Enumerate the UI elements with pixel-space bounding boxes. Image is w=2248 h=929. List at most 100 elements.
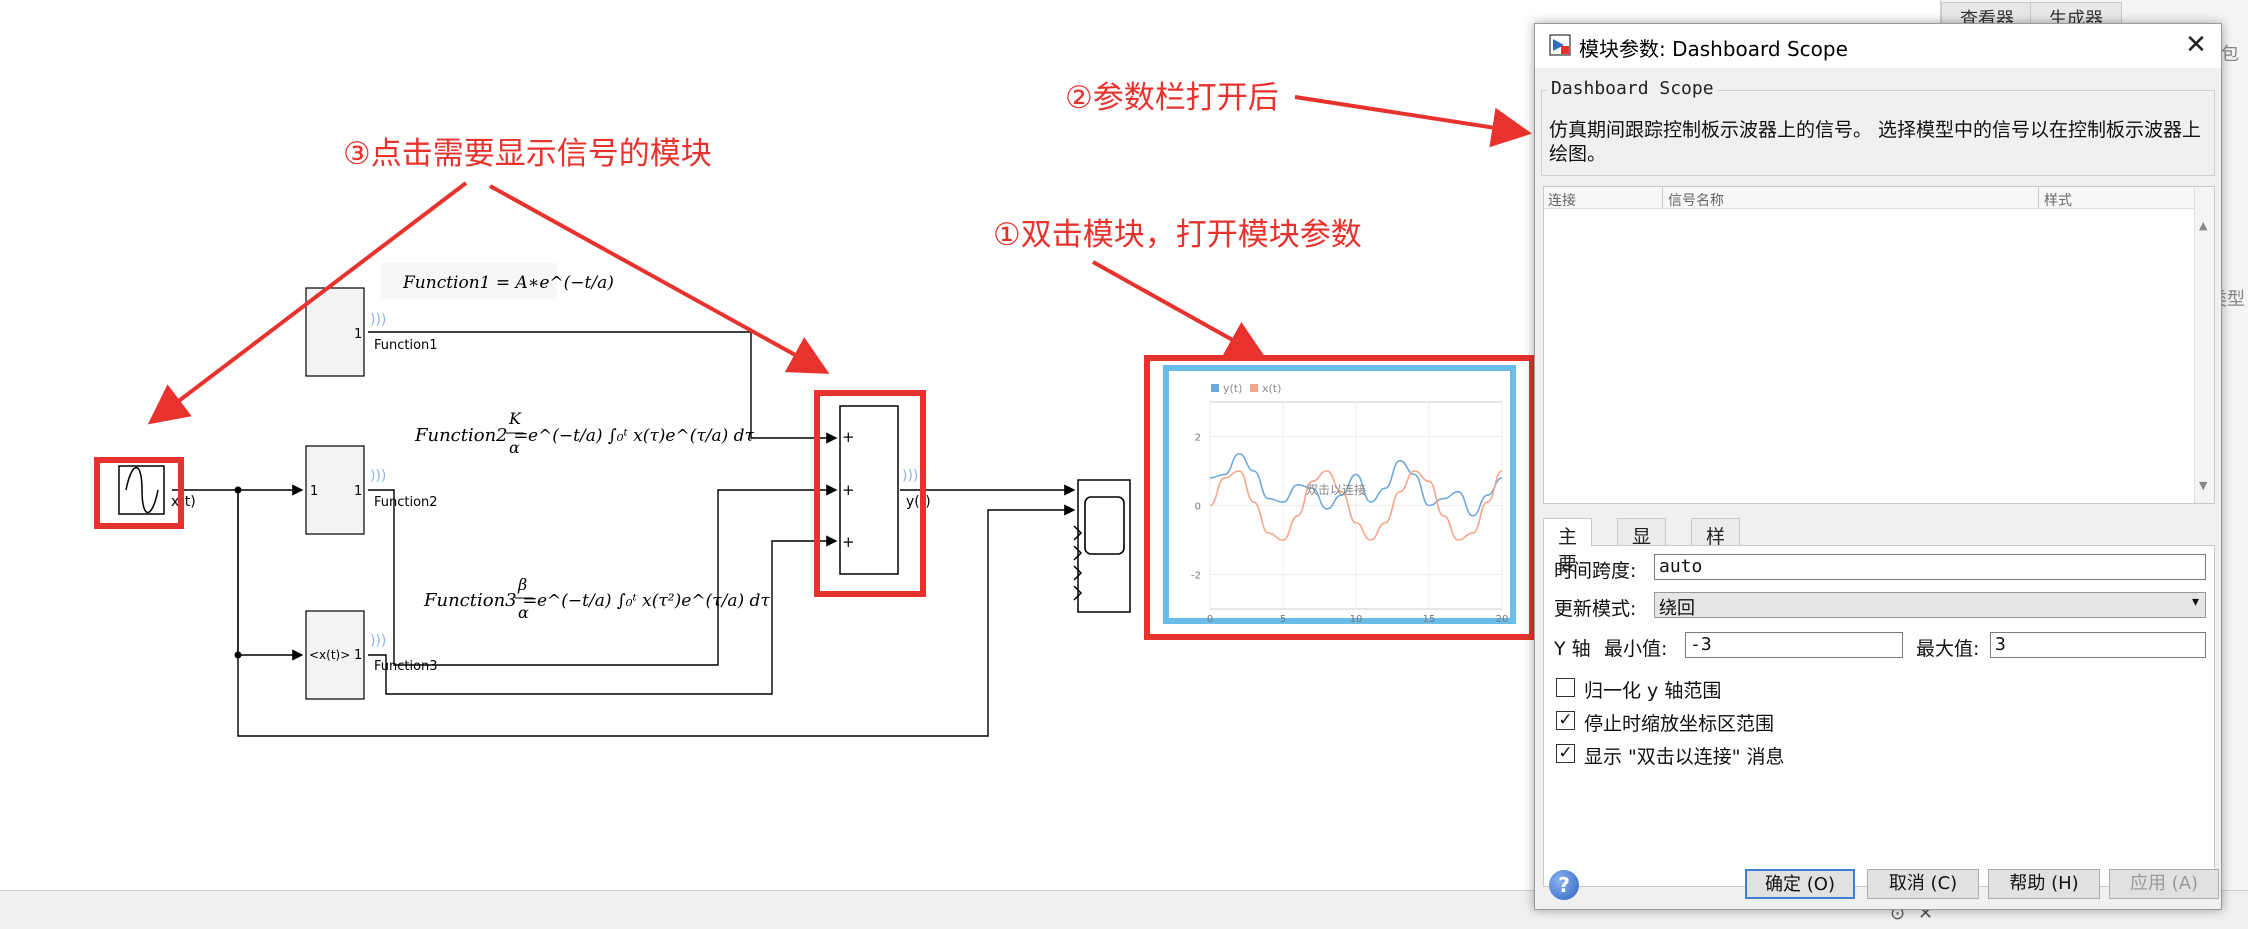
table-header: 连接 信号名称 样式 bbox=[1544, 187, 2194, 209]
ok-button[interactable]: 确定 (O) bbox=[1745, 869, 1855, 899]
equation-function1: Function1 = A∗e^(−t/a) bbox=[381, 263, 614, 299]
svg-text:K: K bbox=[508, 409, 522, 428]
help-button[interactable]: 帮助 (H) bbox=[1988, 869, 2100, 899]
annotation-step3: ③点击需要显示信号的模块 bbox=[343, 136, 712, 172]
highlight-sum-block bbox=[814, 390, 926, 597]
x-tick-label-3: 15 bbox=[1423, 614, 1436, 625]
annotation-step2: ②参数栏打开后 bbox=[1065, 80, 1279, 116]
annotation-step1: ①双击模块，打开模块参数 bbox=[993, 217, 1362, 253]
highlight-dashboard-scope bbox=[1144, 355, 1535, 640]
x-tick-label-4: 20 bbox=[1496, 614, 1509, 625]
ymax-label: 最大值: bbox=[1916, 638, 1980, 660]
function3-port-out: 1 bbox=[354, 648, 362, 663]
table-scrollbar[interactable]: ▲ ▼ bbox=[2194, 187, 2214, 503]
dashboard-scope-legend: y(t) x(t) bbox=[1211, 382, 1281, 395]
dialog-title: 模块参数: Dashboard Scope bbox=[1579, 37, 1848, 61]
scope-screen-icon bbox=[1084, 496, 1125, 555]
sum-sign-3: + bbox=[842, 533, 855, 551]
chevron-down-icon: ▾ bbox=[2191, 594, 2199, 610]
svg-text:e^(−t/a) ∫₀ᵗ x(τ²)e^(τ/a) dτ: e^(−t/a) ∫₀ᵗ x(τ²)e^(τ/a) dτ bbox=[537, 591, 770, 611]
col-style[interactable]: 样式 bbox=[2044, 193, 2072, 209]
svg-text:Function1 = A∗e^(−t/a): Function1 = A∗e^(−t/a) bbox=[402, 273, 614, 293]
time-span-label: 时间跨度: bbox=[1554, 560, 1637, 582]
function2-block[interactable] bbox=[305, 445, 365, 535]
y-tick-label-2: 2 bbox=[1195, 433, 1201, 444]
function1-block[interactable] bbox=[305, 287, 365, 377]
main-tab-panel: 时间跨度: auto 更新模式: 绕回 ▾ Y 轴 最小值: -3 最大值: 3… bbox=[1543, 545, 2215, 887]
block-description: 仿真期间跟踪控制板示波器上的信号。 选择模型中的信号以在控制板示波器上绘图。 bbox=[1549, 119, 2202, 165]
simulink-block-icon bbox=[1549, 34, 1571, 56]
function2-port-in: 1 bbox=[310, 484, 318, 499]
function3-label: Function3 bbox=[374, 659, 438, 674]
update-mode-label: 更新模式: bbox=[1554, 598, 1637, 620]
sine-wave-block[interactable] bbox=[118, 465, 165, 515]
block-parameters-dialog: 模块参数: Dashboard Scope ✕ Dashboard Scope … bbox=[1534, 23, 2222, 910]
scale-on-stop-checkbox[interactable]: ✓ bbox=[1556, 711, 1575, 730]
equation-function2: Function2 = K α e^(−t/a) ∫₀ᵗ x(τ)e^(τ/a)… bbox=[414, 409, 755, 457]
sum-sign-2: + bbox=[842, 481, 855, 499]
description-group bbox=[1541, 90, 2215, 176]
signal-connection-table[interactable]: 连接 信号名称 样式 ▲ ▼ bbox=[1543, 186, 2215, 504]
y-axis-label: Y 轴 bbox=[1554, 638, 1591, 660]
model-canvas: x(t) 1 Function1 ))) 1 1 Function2 ))) <… bbox=[94, 80, 1535, 737]
series-line-yt bbox=[1209, 452, 1503, 517]
function2-label: Function2 bbox=[374, 495, 438, 510]
series-line-xt bbox=[1209, 470, 1503, 541]
cancel-button[interactable]: 取消 (C) bbox=[1867, 869, 1979, 899]
function2-port-out: 1 bbox=[354, 484, 362, 499]
scope-input-chevrons bbox=[1073, 525, 1083, 601]
update-mode-value: 绕回 bbox=[1659, 598, 1695, 619]
svg-text:Function3 =: Function3 = bbox=[423, 590, 537, 611]
sum-sign-1: + bbox=[842, 428, 855, 446]
function3-port-in: <x(t)> bbox=[309, 648, 350, 662]
x-tick-label-1: 5 bbox=[1280, 614, 1286, 625]
update-mode-select[interactable]: 绕回 ▾ bbox=[1654, 592, 2206, 619]
x-tick-label-0: 0 bbox=[1207, 614, 1213, 625]
col-connect[interactable]: 连接 bbox=[1548, 193, 1576, 209]
svg-text:α: α bbox=[518, 603, 529, 622]
annotation-arrows bbox=[147, 95, 1532, 425]
function1-label: Function1 bbox=[374, 338, 438, 353]
col-signal-name[interactable]: 信号名称 bbox=[1668, 193, 1724, 209]
sine-icon bbox=[125, 467, 159, 513]
branch-point-2 bbox=[234, 651, 242, 659]
ymax-input[interactable]: 3 bbox=[1990, 632, 2206, 658]
tab-display[interactable]: 显示 bbox=[1617, 518, 1667, 575]
right-panel-fragment-1: 包 bbox=[2221, 44, 2239, 65]
sum-block[interactable] bbox=[839, 405, 899, 575]
close-icon[interactable]: ✕ bbox=[2185, 30, 2207, 60]
help-icon[interactable]: ? bbox=[1549, 870, 1579, 900]
time-span-input[interactable]: auto bbox=[1654, 554, 2206, 580]
svg-text:e^(−t/a) ∫₀ᵗ x(τ)e^(τ/a) dτ: e^(−t/a) ∫₀ᵗ x(τ)e^(τ/a) dτ bbox=[528, 426, 755, 446]
svg-text:β: β bbox=[517, 575, 527, 594]
scope-block[interactable] bbox=[1073, 479, 1131, 613]
show-connect-msg-checkbox[interactable]: ✓ bbox=[1556, 744, 1575, 763]
group-title: Dashboard Scope bbox=[1547, 78, 1718, 99]
signal-wireless-icon-3: ))) bbox=[370, 633, 386, 649]
branch-point-1 bbox=[234, 486, 242, 494]
svg-text:Function2 =: Function2 = bbox=[414, 425, 528, 446]
normalize-y-checkbox[interactable] bbox=[1556, 678, 1575, 697]
tab-style[interactable]: 样式 bbox=[1691, 518, 1741, 575]
scroll-up-icon[interactable]: ▲ bbox=[2199, 219, 2208, 232]
x-tick-label-2: 10 bbox=[1350, 614, 1363, 625]
highlight-sine-block bbox=[94, 457, 184, 529]
apply-button[interactable]: 应用 (A) bbox=[2109, 869, 2219, 899]
y-tick-label-1: 0 bbox=[1195, 502, 1201, 513]
function3-block[interactable] bbox=[305, 610, 365, 700]
signal-wireless-icon-2: ))) bbox=[370, 468, 386, 484]
tab-main[interactable]: 主要 bbox=[1543, 518, 1593, 575]
y-tick-label-0: -2 bbox=[1191, 571, 1201, 582]
ymin-input[interactable]: -3 bbox=[1685, 632, 1903, 658]
scroll-down-icon[interactable]: ▼ bbox=[2199, 479, 2208, 492]
svg-text:α: α bbox=[509, 438, 520, 457]
show-connect-msg-label: 显示 "双击以连接" 消息 bbox=[1584, 746, 1785, 768]
signal-wireless-icon-1: ))) bbox=[370, 312, 386, 328]
signal-wireless-icon-4: ))) bbox=[902, 468, 918, 484]
dialog-titlebar[interactable]: 模块参数: Dashboard Scope ✕ bbox=[1535, 24, 2221, 68]
svg-text:x(t): x(t) bbox=[1262, 382, 1281, 395]
sum-output-label: y(t) bbox=[906, 494, 931, 510]
ymin-label: 最小值: bbox=[1604, 638, 1668, 660]
